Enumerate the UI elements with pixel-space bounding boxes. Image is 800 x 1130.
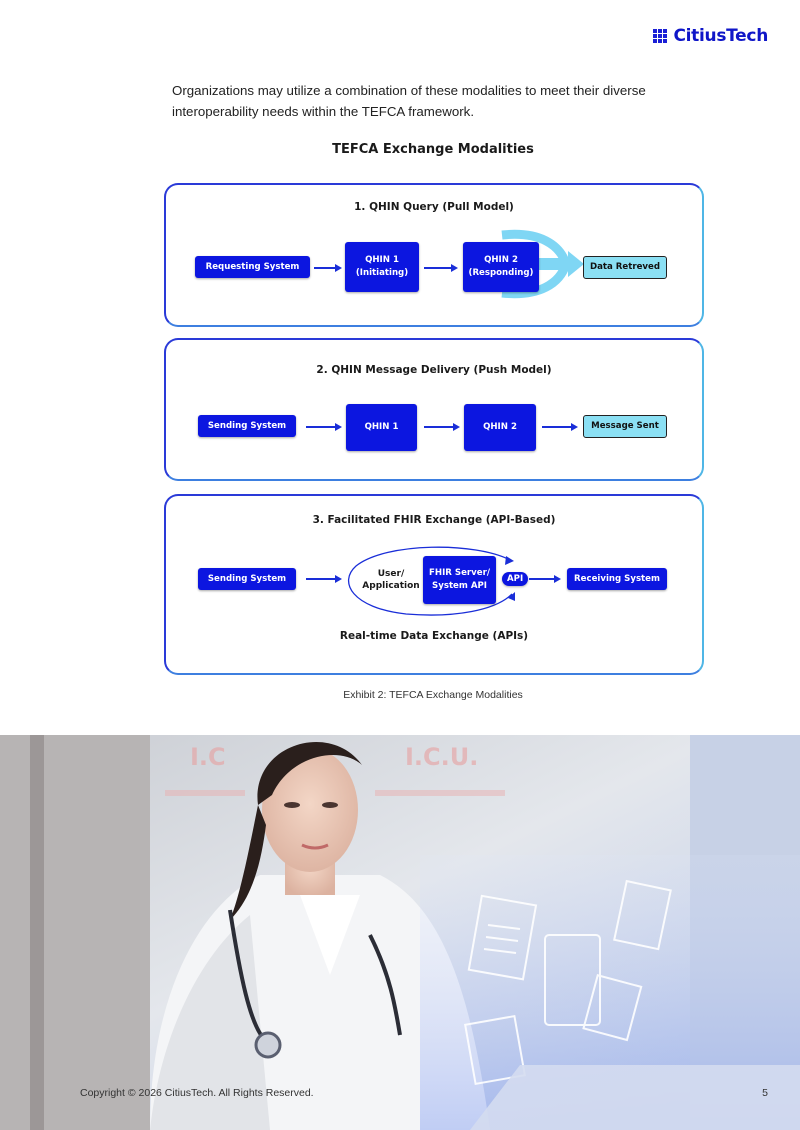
photo-illustration: I.C I.C.U.	[0, 735, 800, 1130]
arrow-right	[306, 575, 342, 582]
arrow-right	[542, 423, 578, 430]
data-retrieved-node: Data Retreved	[583, 256, 667, 279]
user-app-line2: Application	[362, 581, 420, 591]
page-number: 5	[762, 1087, 768, 1099]
svg-text:I.C.U.: I.C.U.	[405, 743, 478, 771]
brand-name: CitiusTech	[673, 26, 768, 46]
doctor-laptop-photo: I.C I.C.U.	[0, 735, 800, 1130]
fhir-server-node: FHIR Server/ System API	[423, 556, 496, 604]
arrow-right	[529, 575, 561, 582]
panel-qhin-query: 1. QHIN Query (Pull Model) Requesting Sy…	[164, 183, 704, 327]
requesting-system-node: Requesting System	[195, 256, 310, 278]
arrow-right	[424, 264, 458, 271]
qhin2-node: QHIN 2	[464, 404, 536, 451]
user-app-line1: User/	[377, 569, 405, 579]
receiving-system-node: Receiving System	[567, 568, 667, 590]
panel-footnote: Real-time Data Exchange (APIs)	[339, 630, 529, 642]
grid-squares-icon	[653, 29, 668, 43]
sending-system-node: Sending System	[198, 568, 296, 590]
user-application-label: User/ Application	[360, 568, 422, 592]
diagram-title: TEFCA Exchange Modalities	[332, 142, 534, 157]
qhin2-node: QHIN 2 (Responding)	[463, 242, 539, 292]
qhin1-node: QHIN 1 (Initiating)	[345, 242, 419, 292]
message-sent-node: Message Sent	[583, 415, 667, 438]
panel-fhir-exchange: 3. Facilitated FHIR Exchange (API-Based)…	[164, 494, 704, 675]
fhir-line2: System API	[432, 581, 487, 591]
qhin2-role: (Responding)	[468, 268, 534, 278]
arrow-right	[314, 264, 342, 271]
qhin1-name: QHIN 1	[365, 255, 399, 265]
panel-title: 2. QHIN Message Delivery (Push Model)	[316, 364, 552, 376]
qhin1-role: (Initiating)	[355, 268, 409, 278]
svg-text:I.C: I.C	[190, 743, 226, 771]
footer-copyright: Copyright © 2026 CitiusTech. All Rights …	[80, 1087, 314, 1099]
sending-system-node: Sending System	[198, 415, 296, 437]
arrow-right	[424, 423, 460, 430]
panel-title: 3. Facilitated FHIR Exchange (API-Based)	[312, 514, 556, 526]
qhin1-node: QHIN 1	[346, 404, 417, 451]
panel-title: 1. QHIN Query (Pull Model)	[354, 201, 514, 213]
qhin2-name: QHIN 2	[484, 255, 518, 265]
exhibit-caption: Exhibit 2: TEFCA Exchange Modalities	[343, 689, 523, 701]
panel-message-delivery: 2. QHIN Message Delivery (Push Model) Se…	[164, 338, 704, 481]
arrow-right	[306, 423, 342, 430]
intro-paragraph: Organizations may utilize a combination …	[172, 83, 646, 119]
brand-logo: CitiusTech	[653, 26, 768, 46]
fhir-line1: FHIR Server/	[429, 568, 490, 578]
exchange-loop	[347, 546, 515, 616]
api-badge: API	[502, 572, 529, 586]
